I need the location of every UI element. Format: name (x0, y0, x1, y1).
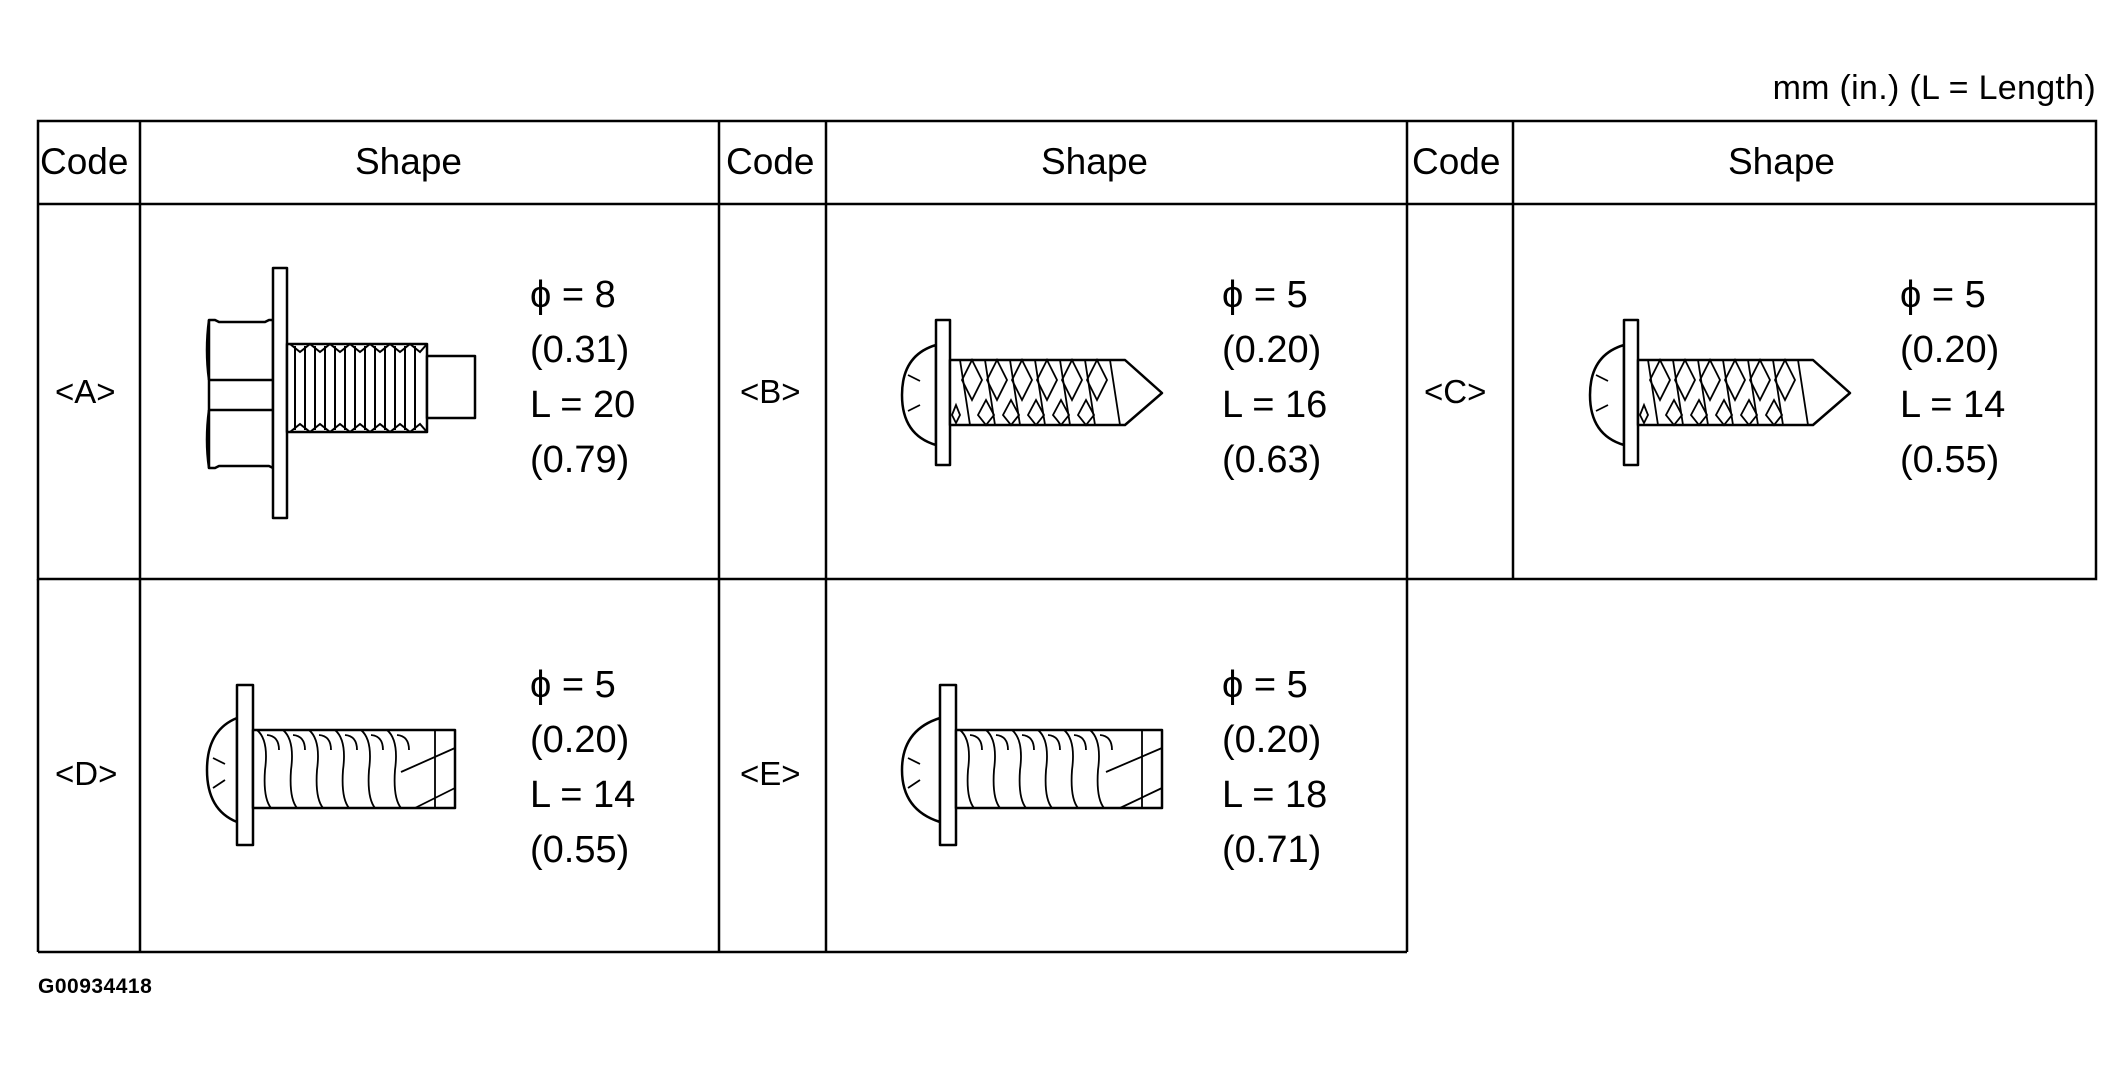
spec-b-diameter: ϕ = 5 (1222, 274, 1308, 316)
spec-d-length-inch: (0.55) (530, 829, 630, 871)
spec-a-length: L = 20 (530, 384, 636, 426)
thread-forming-screw-icon (205, 683, 457, 847)
spec-e-length-inch: (0.71) (1222, 829, 1322, 871)
tapping-screw-icon (1588, 318, 1852, 467)
spec-c-diameter: ϕ = 5 (1900, 274, 1986, 316)
spec-e-diameter-inch: (0.20) (1222, 719, 1322, 761)
code-d: <D> (55, 755, 118, 792)
spec-a-diameter-inch: (0.31) (530, 329, 630, 371)
spec-e: ϕ = 5 (0.20) L = 18 (0.71) (1222, 658, 1327, 878)
code-b: <B> (740, 373, 801, 410)
tapping-screw-icon (900, 318, 1164, 467)
header-code-2: Code (726, 141, 815, 182)
spec-e-diameter: ϕ = 5 (1222, 664, 1308, 706)
code-a: <A> (55, 373, 116, 410)
spec-c: ϕ = 5 (0.20) L = 14 (0.55) (1900, 268, 2005, 488)
spec-a: ϕ = 8 (0.31) L = 20 (0.79) (530, 268, 635, 488)
spec-c-length-inch: (0.55) (1900, 439, 2000, 481)
spec-a-length-inch: (0.79) (530, 439, 630, 481)
thread-forming-screw-icon (900, 683, 1164, 847)
spec-d: ϕ = 5 (0.20) L = 14 (0.55) (530, 658, 635, 878)
spec-b-length: L = 16 (1222, 384, 1328, 426)
spec-d-length: L = 14 (530, 774, 636, 816)
header-shape-2: Shape (1041, 141, 1148, 182)
code-e: <E> (740, 755, 801, 792)
spec-d-diameter: ϕ = 5 (530, 664, 616, 706)
header-shape-1: Shape (355, 141, 462, 182)
figure-id: G00934418 (38, 975, 153, 998)
spec-c-diameter-inch: (0.20) (1900, 329, 2000, 371)
spec-e-length: L = 18 (1222, 774, 1328, 816)
spec-d-diameter-inch: (0.20) (530, 719, 630, 761)
header-code-3: Code (1412, 141, 1501, 182)
spec-a-diameter: ϕ = 8 (530, 274, 616, 316)
hex-bolt-with-washer-icon (205, 266, 477, 520)
spec-b: ϕ = 5 (0.20) L = 16 (0.63) (1222, 268, 1327, 488)
header-shape-3: Shape (1728, 141, 1835, 182)
spec-c-length: L = 14 (1900, 384, 2006, 426)
spec-b-diameter-inch: (0.20) (1222, 329, 1322, 371)
header-code-1: Code (40, 141, 129, 182)
spec-b-length-inch: (0.63) (1222, 439, 1322, 481)
code-c: <C> (1424, 373, 1487, 410)
units-note: mm (in.) (L = Length) (1772, 69, 2096, 107)
